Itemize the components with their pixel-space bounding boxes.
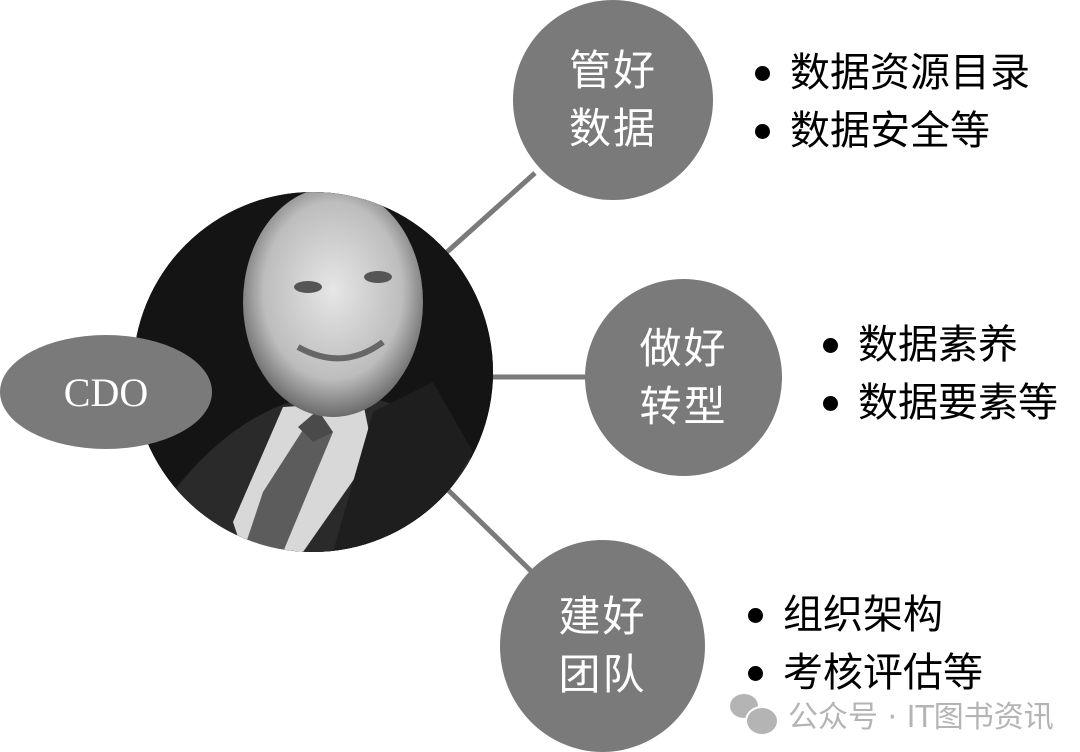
cdo-label-ellipse: CDO bbox=[0, 335, 212, 449]
bullet-text: 组织架构 bbox=[783, 592, 943, 638]
bullet-text: 数据资源目录 bbox=[790, 50, 1030, 96]
cdo-label: CDO bbox=[63, 369, 149, 415]
cdo-portrait-photo bbox=[133, 192, 493, 552]
bullet-dot-icon bbox=[823, 337, 838, 353]
bullet-text: 数据安全等 bbox=[790, 108, 990, 154]
bullet-dot-icon bbox=[823, 395, 838, 411]
bullet-dot-icon bbox=[755, 65, 770, 81]
bullet-dot-icon bbox=[755, 123, 770, 139]
node-build-team: 建好 团队 bbox=[500, 540, 705, 752]
watermark: 公众号 · IT图书资讯 bbox=[730, 692, 1054, 736]
node-manage-data-line1: 管好 bbox=[568, 46, 657, 95]
manage-data-bullet-list: 数据资源目录 数据安全等 bbox=[755, 44, 1030, 160]
bullet-item: 考核评估等 bbox=[748, 644, 983, 702]
portrait-illustration bbox=[133, 192, 493, 552]
bullet-text: 数据素养 bbox=[858, 322, 1018, 368]
node-transformation-line2: 转型 bbox=[639, 381, 728, 431]
bullet-text: 数据要素等 bbox=[858, 380, 1058, 426]
build-team-bullet-list: 组织架构 考核评估等 bbox=[748, 586, 983, 702]
watermark-text: 公众号 · IT图书资讯 bbox=[788, 700, 1054, 735]
bullet-item: 数据安全等 bbox=[755, 102, 1030, 160]
transformation-bullet-list: 数据素养 数据要素等 bbox=[823, 316, 1058, 432]
bullet-item: 数据资源目录 bbox=[755, 44, 1030, 102]
bullet-item: 数据要素等 bbox=[823, 374, 1058, 432]
node-transformation: 做好 转型 bbox=[585, 279, 782, 476]
bullet-dot-icon bbox=[748, 665, 763, 681]
bullet-item: 数据素养 bbox=[823, 316, 1058, 374]
bullet-item: 组织架构 bbox=[748, 586, 983, 644]
node-transformation-line1: 做好 bbox=[639, 323, 728, 373]
node-build-team-line2: 团队 bbox=[558, 650, 647, 699]
bullet-text: 考核评估等 bbox=[783, 650, 983, 696]
node-build-team-line1: 建好 bbox=[558, 592, 647, 641]
connector-line-3 bbox=[446, 488, 534, 574]
connector-line-1 bbox=[445, 171, 537, 254]
node-manage-data-line2: 数据 bbox=[568, 104, 657, 153]
wechat-icon bbox=[730, 694, 779, 736]
node-manage-data: 管好 数据 bbox=[513, 0, 713, 200]
bullet-dot-icon bbox=[748, 607, 763, 623]
